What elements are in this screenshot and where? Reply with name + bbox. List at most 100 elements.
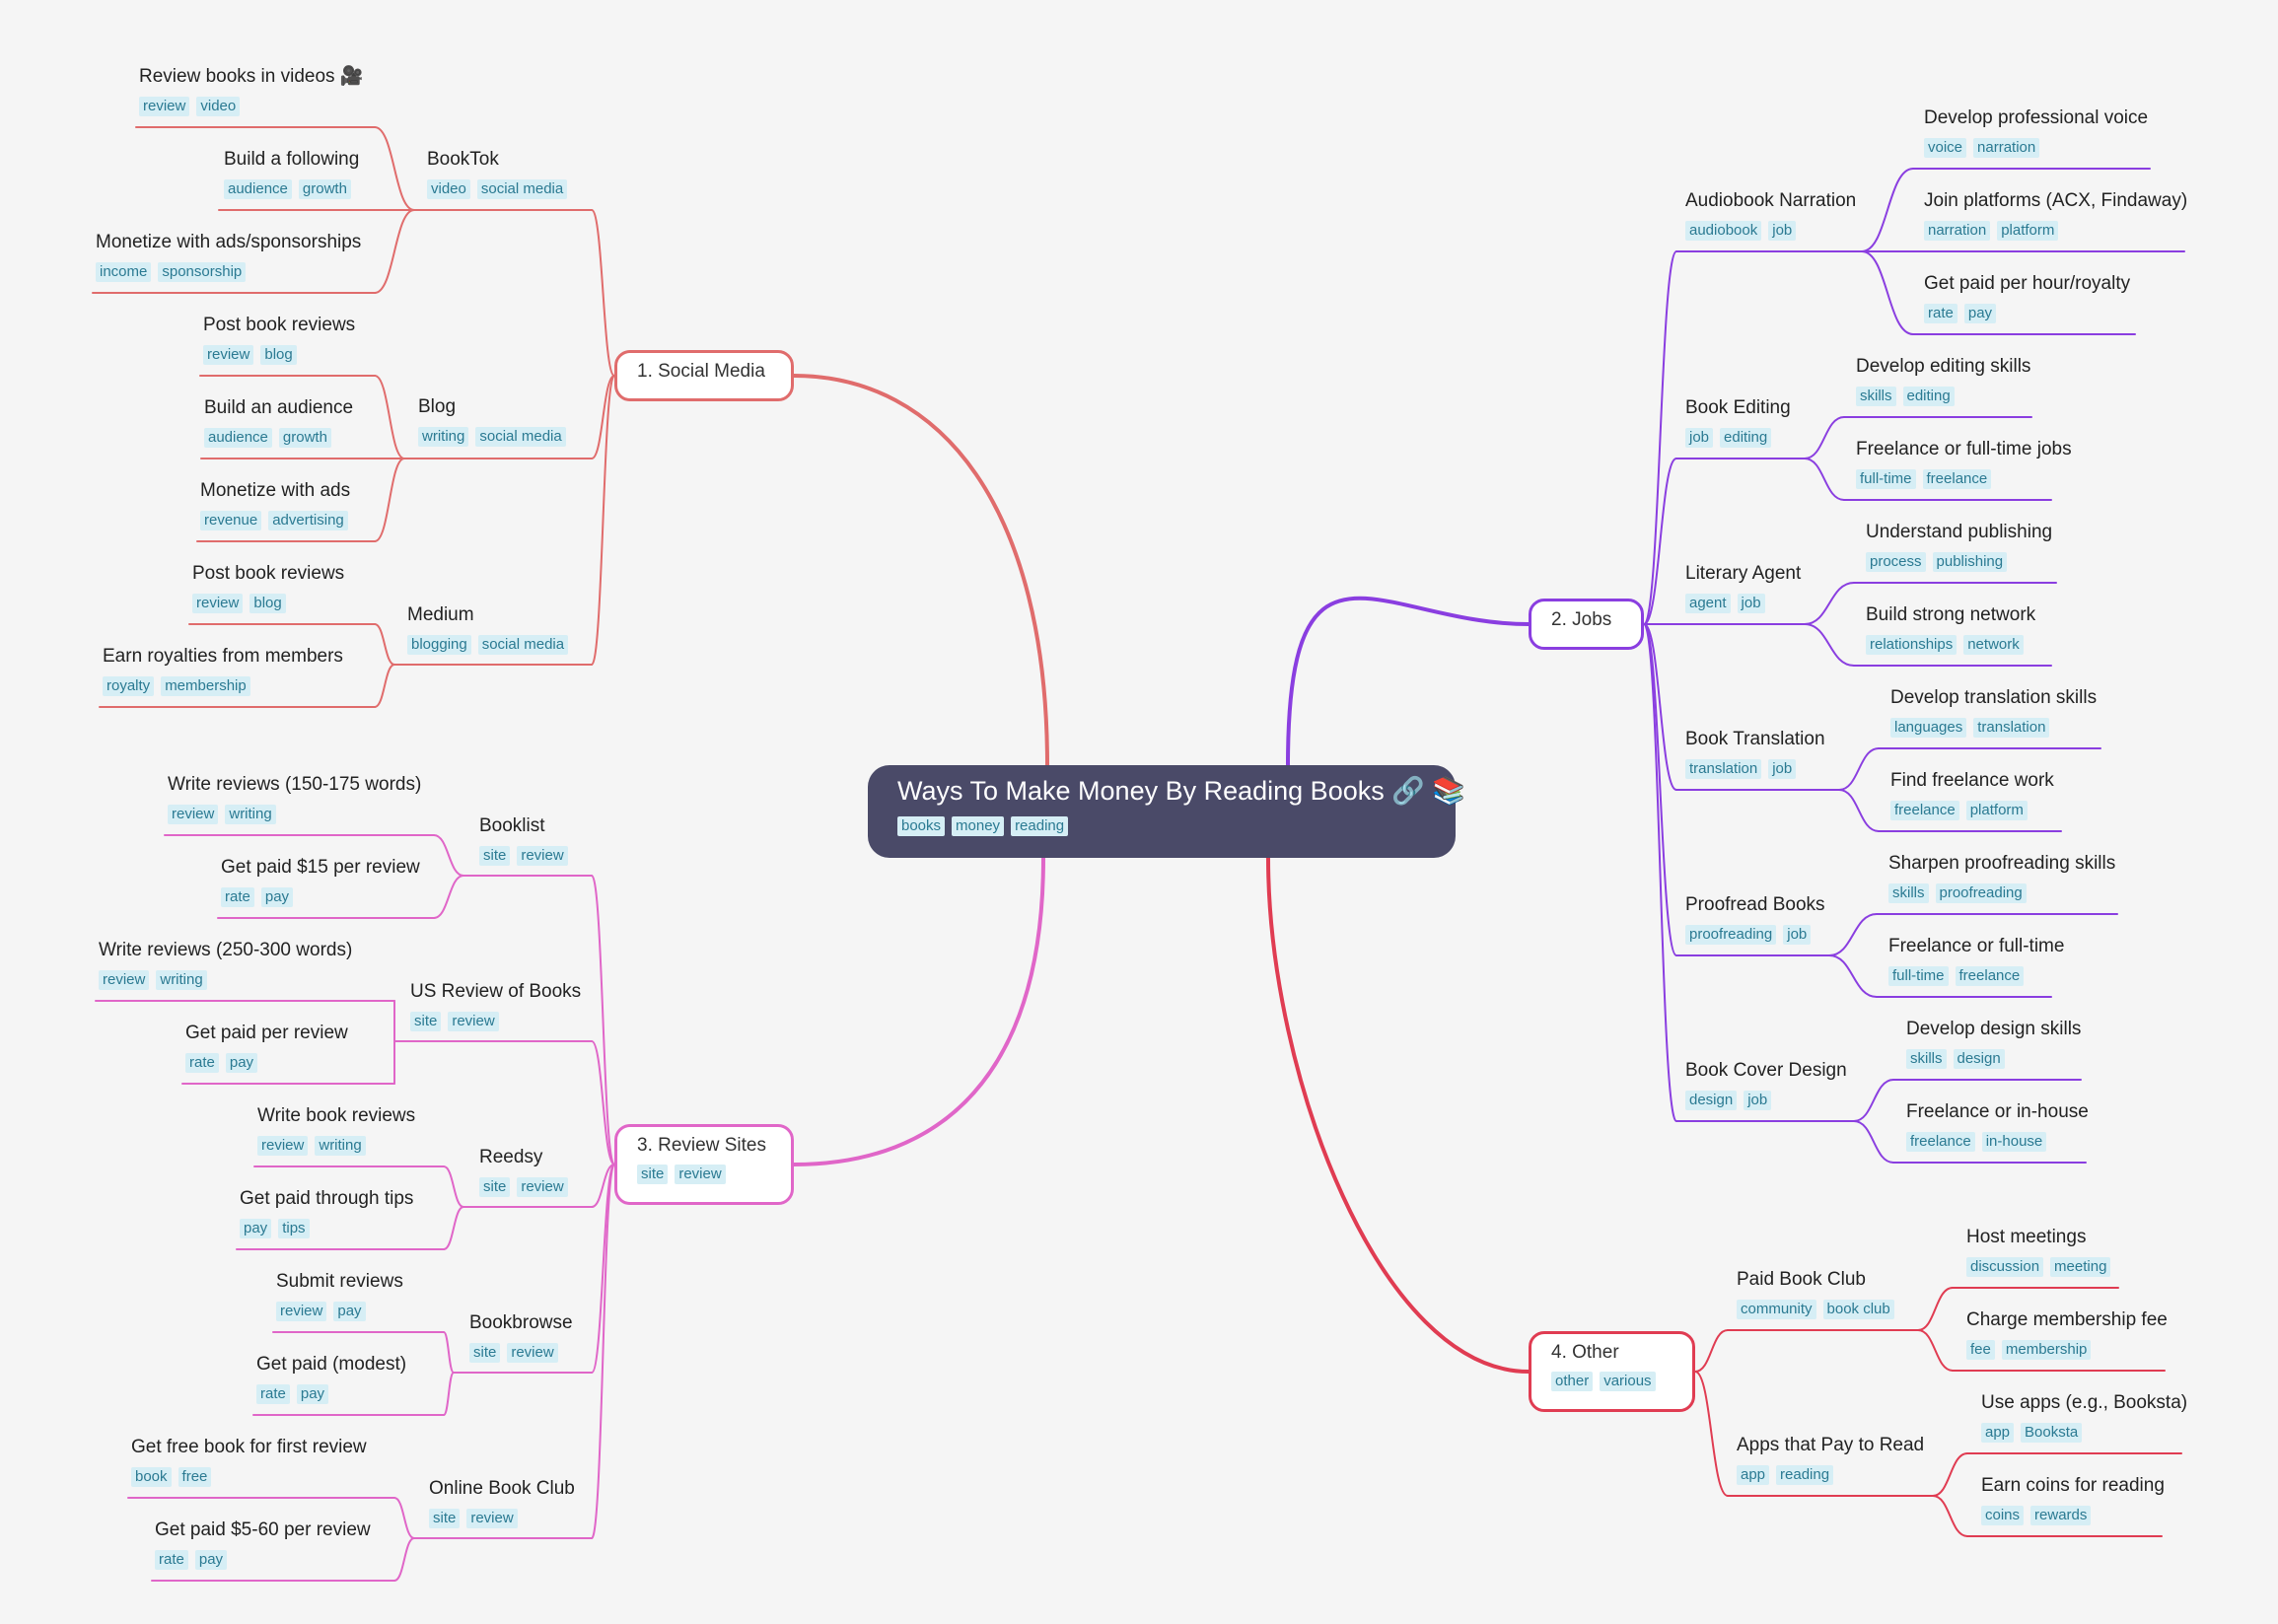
tag-social-media[interactable]: social media bbox=[477, 635, 569, 655]
tag-site[interactable]: site bbox=[479, 846, 511, 866]
tag-job[interactable]: job bbox=[1744, 1091, 1772, 1110]
tag-translation[interactable]: translation bbox=[1973, 718, 2050, 738]
tag-blogging[interactable]: blogging bbox=[407, 635, 471, 655]
tag-site[interactable]: site bbox=[479, 1177, 511, 1197]
tag-audiobook[interactable]: audiobook bbox=[1685, 221, 1762, 241]
tag-skills[interactable]: skills bbox=[1888, 883, 1929, 903]
tag-video[interactable]: video bbox=[196, 97, 241, 116]
tag-skills[interactable]: skills bbox=[1906, 1049, 1947, 1069]
branch-jobs[interactable]: 2. Jobs bbox=[1529, 599, 1644, 650]
tag-voice[interactable]: voice bbox=[1924, 138, 1967, 158]
tag-money[interactable]: money bbox=[952, 816, 1005, 836]
root-node[interactable]: Ways To Make Money By Reading Books 🔗 📚b… bbox=[868, 765, 1465, 858]
tag-languages[interactable]: languages bbox=[1890, 718, 1967, 738]
tag-blog[interactable]: blog bbox=[260, 345, 297, 365]
tag-social-media[interactable]: social media bbox=[475, 427, 566, 447]
tag-writing[interactable]: writing bbox=[225, 805, 276, 824]
tag-editing[interactable]: editing bbox=[1902, 387, 1955, 406]
tag-site[interactable]: site bbox=[429, 1509, 461, 1528]
tag-in-house[interactable]: in-house bbox=[1981, 1132, 2047, 1152]
tag-writing[interactable]: writing bbox=[156, 970, 207, 990]
tag-review[interactable]: review bbox=[276, 1302, 327, 1321]
tag-review[interactable]: review bbox=[517, 846, 568, 866]
tag-job[interactable]: job bbox=[1737, 594, 1765, 613]
tag-audience[interactable]: audience bbox=[204, 428, 272, 448]
tag-rate[interactable]: rate bbox=[185, 1053, 219, 1073]
tag-books[interactable]: books bbox=[897, 816, 946, 836]
tag-relationships[interactable]: relationships bbox=[1866, 635, 1958, 655]
tag-review[interactable]: review bbox=[466, 1509, 518, 1528]
tag-design[interactable]: design bbox=[1685, 1091, 1738, 1110]
tag-pay[interactable]: pay bbox=[296, 1384, 329, 1404]
tag-meeting[interactable]: meeting bbox=[2050, 1257, 2111, 1277]
tag-blog[interactable]: blog bbox=[249, 594, 286, 613]
tag-writing[interactable]: writing bbox=[315, 1136, 366, 1156]
tag-growth[interactable]: growth bbox=[298, 179, 351, 199]
tag-freelance[interactable]: freelance bbox=[1922, 469, 1992, 489]
tag-review[interactable]: review bbox=[517, 1177, 568, 1197]
tag-site[interactable]: site bbox=[469, 1343, 501, 1363]
tag-freelance[interactable]: freelance bbox=[1955, 966, 2025, 986]
tag-freelance[interactable]: freelance bbox=[1890, 801, 1959, 820]
tag-review[interactable]: review bbox=[203, 345, 254, 365]
tag-review[interactable]: review bbox=[257, 1136, 309, 1156]
tag-job[interactable]: job bbox=[1783, 925, 1812, 945]
tag-rate[interactable]: rate bbox=[1924, 304, 1958, 323]
tag-app[interactable]: app bbox=[1981, 1423, 2015, 1443]
tag-narration[interactable]: narration bbox=[1973, 138, 2040, 158]
tag-sponsorship[interactable]: sponsorship bbox=[158, 262, 247, 282]
tag-job[interactable]: job bbox=[1768, 221, 1797, 241]
tag-network[interactable]: network bbox=[1963, 635, 2024, 655]
tag-tips[interactable]: tips bbox=[278, 1219, 310, 1238]
tag-job[interactable]: job bbox=[1685, 428, 1714, 448]
tag-design[interactable]: design bbox=[1953, 1049, 2005, 1069]
tag-review[interactable]: review bbox=[507, 1343, 558, 1363]
tag-review[interactable]: review bbox=[675, 1165, 726, 1184]
tag-advertising[interactable]: advertising bbox=[268, 511, 348, 530]
tag-publishing[interactable]: publishing bbox=[1932, 552, 2008, 572]
tag-platform[interactable]: platform bbox=[1965, 801, 2028, 820]
tag-editing[interactable]: editing bbox=[1720, 428, 1772, 448]
tag-review[interactable]: review bbox=[168, 805, 219, 824]
tag-site[interactable]: site bbox=[637, 1165, 669, 1184]
tag-various[interactable]: various bbox=[1600, 1372, 1656, 1391]
tag-rate[interactable]: rate bbox=[221, 887, 254, 907]
tag-rate[interactable]: rate bbox=[155, 1550, 188, 1570]
tag-writing[interactable]: writing bbox=[418, 427, 469, 447]
tag-translation[interactable]: translation bbox=[1685, 759, 1762, 779]
tag-pay[interactable]: pay bbox=[225, 1053, 258, 1073]
tag-freelance[interactable]: freelance bbox=[1906, 1132, 1975, 1152]
tag-booksta[interactable]: Booksta bbox=[2021, 1423, 2083, 1443]
